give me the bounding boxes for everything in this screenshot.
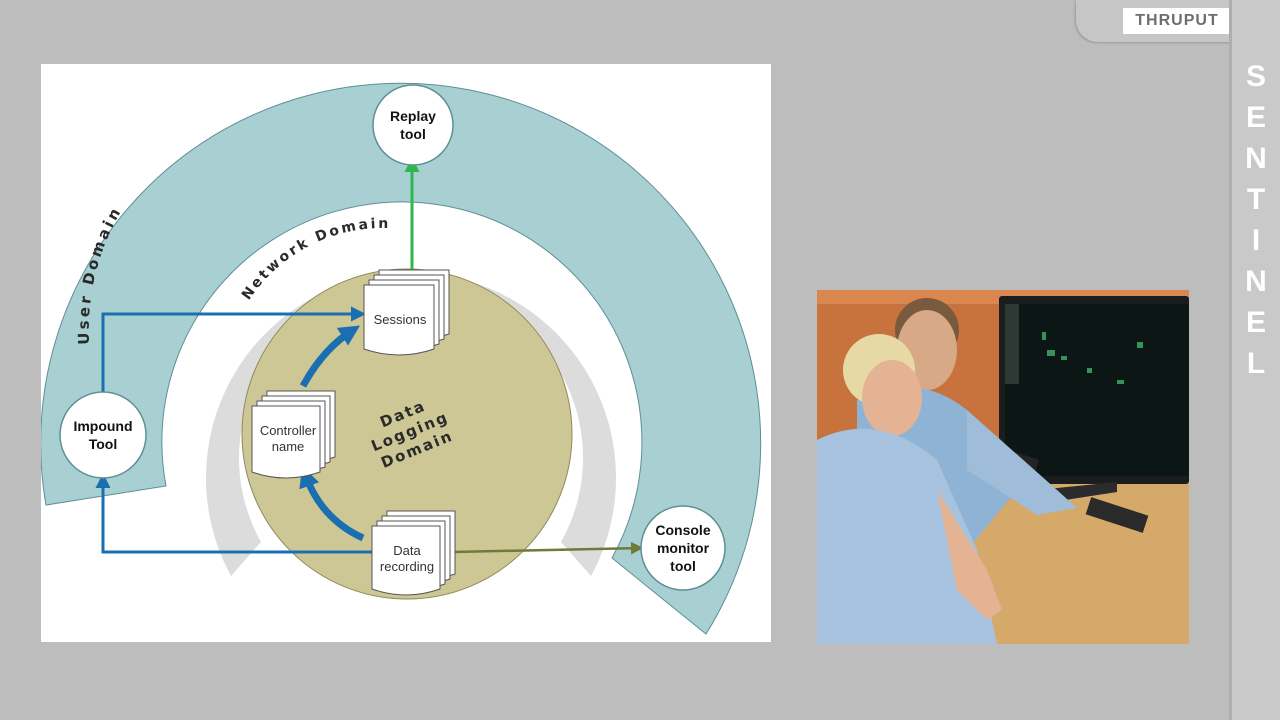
impound-tool-label: Impound <box>73 418 132 434</box>
thruput-logo: THRUPUT <box>1123 8 1231 34</box>
console-monitor-tool-node: Console monitor tool <box>641 506 725 590</box>
sentinel-letter: S <box>1246 56 1266 97</box>
impound-tool-node: Impound Tool <box>60 392 146 478</box>
diagram-svg: User Domain Network Domain Data Logging … <box>41 64 771 642</box>
controller-name-label: Controller <box>260 423 317 438</box>
sentinel-vertical-title: S E N T I N E L <box>1232 56 1280 384</box>
data-recording-label: recording <box>380 559 434 574</box>
sentinel-letter: T <box>1247 179 1265 220</box>
operators-at-screen-photo <box>817 290 1189 644</box>
controller-name-label: name <box>272 439 305 454</box>
console-tool-label: monitor <box>657 540 710 556</box>
sentinel-letter: N <box>1245 138 1267 179</box>
replay-tool-label: tool <box>400 126 426 142</box>
sentinel-letter: E <box>1246 302 1266 343</box>
sentinel-letter: L <box>1247 343 1265 384</box>
data-recording-label: Data <box>393 543 421 558</box>
replay-tool-label: Replay <box>390 108 436 124</box>
console-tool-label: tool <box>670 558 696 574</box>
impound-tool-label: Tool <box>89 436 118 452</box>
sentinel-letter: N <box>1245 261 1267 302</box>
sentinel-letter: I <box>1252 220 1260 261</box>
domain-diagram: User Domain Network Domain Data Logging … <box>41 64 771 642</box>
replay-tool-node: Replay tool <box>373 85 453 165</box>
photo-illustration <box>817 290 1189 644</box>
console-tool-label: Console <box>655 522 710 538</box>
sentinel-letter: E <box>1246 97 1266 138</box>
sessions-label: Sessions <box>374 312 427 327</box>
